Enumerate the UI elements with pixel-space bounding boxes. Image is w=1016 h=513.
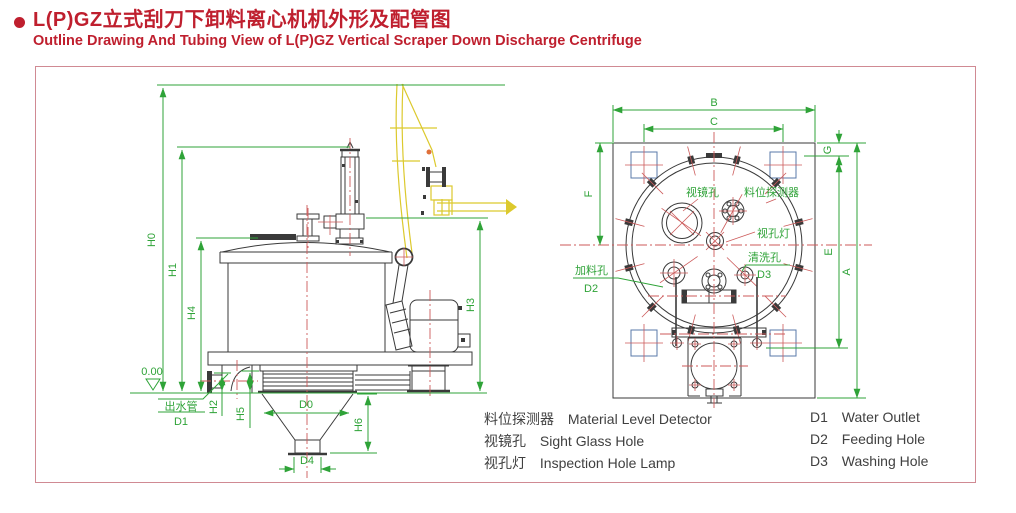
centrifuge-outline (207, 140, 473, 456)
page-header: L(P)GZ立式刮刀下卸料离心机机外形及配管图 Outline Drawing … (14, 8, 642, 51)
level-mark: 0.00 (141, 366, 162, 378)
dim-h6: H6 (353, 418, 365, 432)
dim-h0: H0 (146, 233, 158, 247)
piping-yellow (390, 83, 517, 259)
legend-en: Sight Glass Hole (539, 433, 645, 449)
dim-h1: H1 (167, 263, 179, 277)
label-feeding-zh: 加料孔 (575, 263, 608, 277)
legend-item: D1 Water Outlet (810, 409, 920, 425)
legend-en: Water Outlet (841, 409, 920, 425)
label-washing-code: D3 (757, 269, 771, 281)
pipe-flow-arrow-icon (506, 199, 517, 215)
legend-code: D2 (810, 431, 828, 447)
dim-b: B (710, 97, 717, 109)
legend-item: 料位探测器 Material Level Detector (484, 409, 712, 429)
level-detector-hole (719, 197, 747, 225)
legend-item: D3 Washing Hole (810, 453, 928, 469)
dim-d0: D0 (299, 399, 313, 411)
feeding-hole (660, 259, 688, 287)
page-subtitle: Outline Drawing And Tubing View of L(P)G… (33, 33, 642, 49)
label-sight-glass: 视镜孔 (686, 185, 719, 199)
label-level-detector: 料位探测器 (744, 185, 799, 199)
legend-code: D1 (810, 409, 828, 425)
top-callouts: 视镜孔 料位探测器 视孔灯 加料孔 D2 清洗孔 D3 (573, 185, 799, 295)
top-view: B C G E A F 视镜孔 料位探测器 视孔灯 加料孔 D2 清洗孔 (560, 97, 872, 408)
side-view: H0 H1 H4 H3 H2 H5 H6 D0 D4 0.00 出水管 D1 (130, 83, 517, 478)
legend-item: D2 Feeding Hole (810, 431, 925, 447)
legend-item: 视镜孔 Sight Glass Hole (484, 431, 644, 451)
top-centerlines (560, 132, 872, 408)
dim-h4: H4 (186, 306, 198, 320)
page-title: L(P)GZ立式刮刀下卸料离心机机外形及配管图 (33, 9, 452, 31)
legend-en: Feeding Hole (841, 431, 926, 447)
dim-a: A (841, 268, 853, 276)
dim-h3: H3 (465, 298, 477, 312)
dim-f: F (583, 190, 595, 197)
dim-d4: D4 (300, 455, 314, 467)
legend-en: Washing Hole (841, 453, 929, 469)
radial-centerlines (659, 194, 758, 287)
water-outlet-code: D1 (174, 416, 188, 428)
inspection-lamp-hole (705, 231, 725, 251)
legend-code: D3 (810, 453, 828, 469)
dim-g: G (822, 146, 834, 155)
dim-c: C (710, 116, 718, 128)
legend-zh: 视镜孔 (484, 433, 526, 449)
water-outlet-label-zh: 出水管 (165, 399, 198, 413)
side-dimensions: H0 H1 H4 H3 H2 H5 H6 D0 D4 0.00 出水管 D1 (130, 84, 505, 473)
side-centerlines (200, 138, 431, 478)
discharge-mechanism (670, 268, 767, 404)
label-inspection-lamp: 视孔灯 (757, 226, 790, 240)
legend-zh: 视孔灯 (484, 455, 526, 471)
label-feeding-code: D2 (584, 283, 598, 295)
label-washing-zh: 清洗孔 (748, 251, 781, 264)
legend-item: 视孔灯 Inspection Hole Lamp (484, 453, 675, 473)
dim-e: E (823, 248, 835, 255)
top-outline (612, 142, 816, 404)
rim-lugs (615, 146, 813, 344)
drawing-frame (35, 66, 976, 483)
dim-h2: H2 (208, 400, 220, 414)
pipe-marker-dot (426, 149, 432, 155)
legend-zh: 料位探测器 (484, 411, 554, 427)
dim-h5: H5 (235, 407, 247, 421)
legend-en: Inspection Hole Lamp (539, 455, 676, 471)
legend-en: Material Level Detector (567, 411, 712, 427)
title-bullet-icon (14, 17, 25, 28)
top-dimensions: B C G E A F (583, 97, 866, 399)
